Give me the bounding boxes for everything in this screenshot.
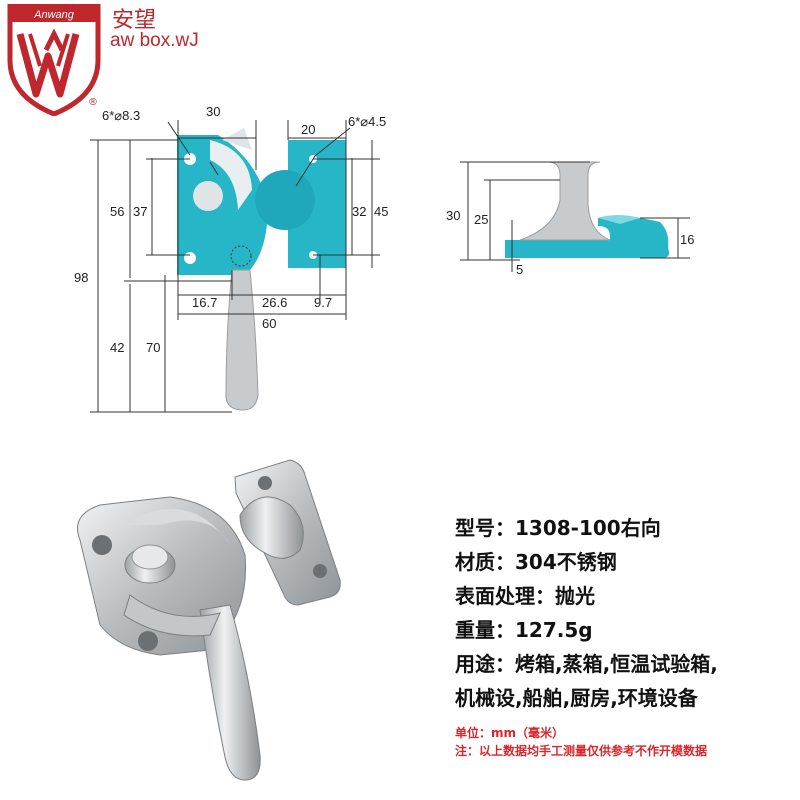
latch-handle: [225, 269, 259, 411]
dim-x60: 60: [262, 316, 277, 331]
dim-h37: 37: [133, 204, 148, 219]
dim-h45: 45: [374, 204, 389, 219]
spec-usage-line1: 用途：烤箱,蒸箱,恒温试验箱,: [455, 652, 718, 676]
registered-mark: ®: [88, 97, 98, 108]
brand-name-en: aw box.wJ: [110, 30, 199, 51]
brand-logo: Anwang: [7, 4, 101, 116]
dim-side25: 25: [474, 212, 489, 227]
dim-h42: 42: [110, 340, 125, 355]
dim-hole-small: 6*⌀4.5: [348, 114, 387, 129]
disclaimer-note: 注：以上数据均手工测量仅供参考不作开模数据: [455, 744, 708, 758]
spec-usage-line2: 机械设,船舶,厨房,环境设备: [455, 686, 698, 710]
spec-weight: 重量：127.5g: [455, 618, 593, 642]
unit-note: 单位：mm（毫米）: [455, 726, 565, 740]
spec-surface: 表面处理：抛光: [455, 584, 595, 608]
brand-name-cn: 安望: [112, 8, 157, 33]
spec-model: 型号：1308-100右向: [455, 516, 661, 540]
dim-h70: 70: [146, 340, 161, 355]
dim-side16: 16: [680, 232, 695, 247]
dim-w30: 30: [206, 104, 221, 119]
logo-text: Anwang: [33, 9, 75, 21]
product-photo: [77, 459, 341, 781]
dim-h32: 32: [352, 204, 367, 219]
dim-x9-7: 9.7: [314, 295, 333, 310]
spec-material: 材质：304不锈钢: [455, 550, 617, 574]
keeper-knob: [255, 170, 315, 230]
dim-hole-big: 6*⌀8.3: [102, 108, 141, 123]
technical-drawing: [90, 120, 690, 413]
dim-x26-6: 26.6: [262, 295, 288, 310]
dim-side30: 30: [446, 208, 461, 223]
dim-x16-7: 16.7: [192, 295, 218, 310]
dim-w20: 20: [301, 122, 316, 137]
dim-h98: 98: [74, 270, 89, 285]
dim-h56: 56: [110, 204, 125, 219]
side-view: [505, 161, 670, 258]
dim-side5: 5: [516, 262, 524, 277]
